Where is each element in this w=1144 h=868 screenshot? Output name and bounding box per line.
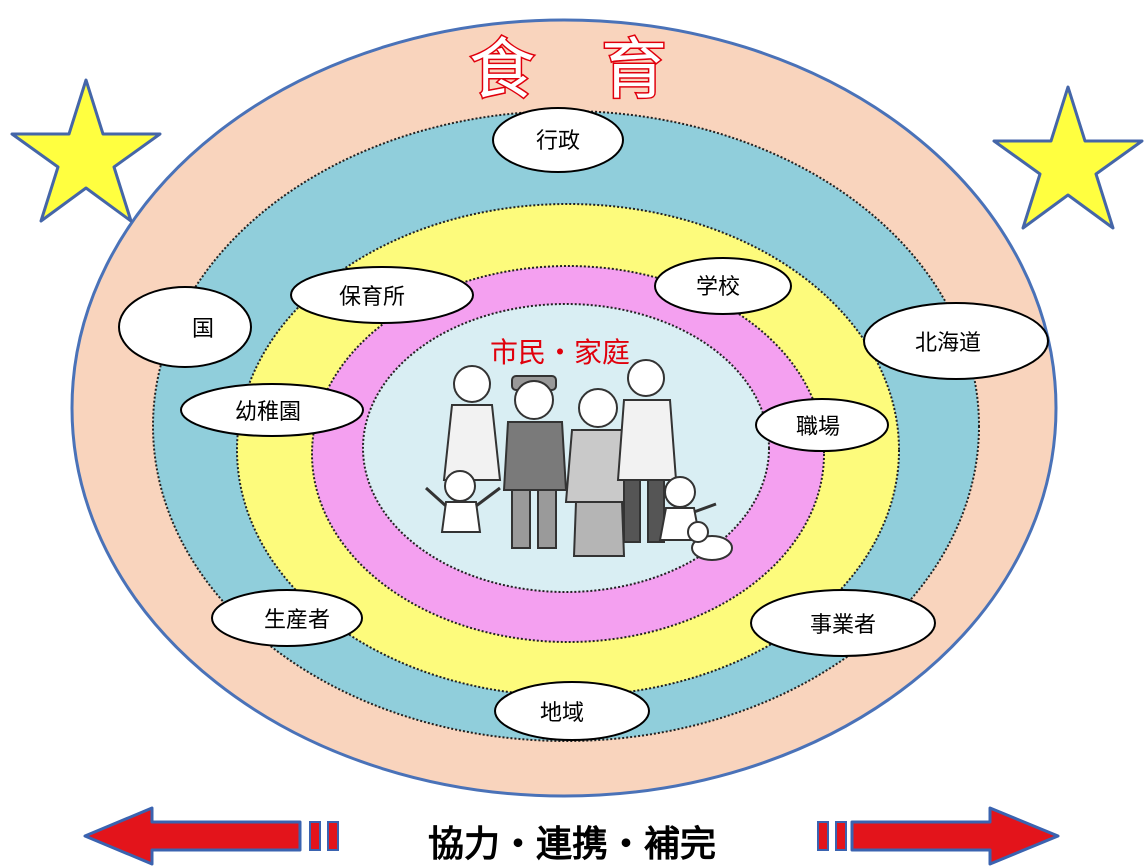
node-label: 行政 [536, 129, 580, 154]
slogan: 協力・連携・補完 [428, 824, 716, 865]
arrow-right-icon [817, 806, 1060, 866]
node-jigyosha: 事業者 [750, 589, 936, 657]
family-illustration [424, 359, 733, 561]
node-label: 北海道 [915, 331, 981, 356]
center-label: 市民・家庭 [490, 336, 630, 369]
node-label: 保育所 [339, 285, 405, 310]
arrow-left-icon [83, 806, 339, 866]
star-icon [992, 85, 1144, 230]
node-chiiki: 地域 [494, 681, 650, 741]
node-yochien: 幼稚園 [180, 383, 364, 437]
node-shokuba: 職場 [755, 398, 889, 452]
node-label: 幼稚園 [235, 400, 301, 425]
node-hokkaido: 北海道 [863, 302, 1049, 380]
node-hoikusho: 保育所 [290, 266, 474, 324]
node-label: 国 [192, 317, 214, 342]
diagram-title: 食 育 [469, 31, 667, 108]
node-label: 学校 [696, 275, 740, 300]
node-gyosei: 行政 [492, 107, 624, 173]
star-icon [10, 78, 162, 223]
node-label: 地域 [540, 701, 584, 726]
node-seisansha: 生産者 [211, 589, 363, 647]
node-gakko: 学校 [654, 257, 792, 315]
node-kuni: 国 [118, 286, 252, 368]
node-label: 生産者 [264, 608, 330, 633]
node-label: 事業者 [810, 613, 876, 638]
node-label: 職場 [796, 415, 840, 440]
